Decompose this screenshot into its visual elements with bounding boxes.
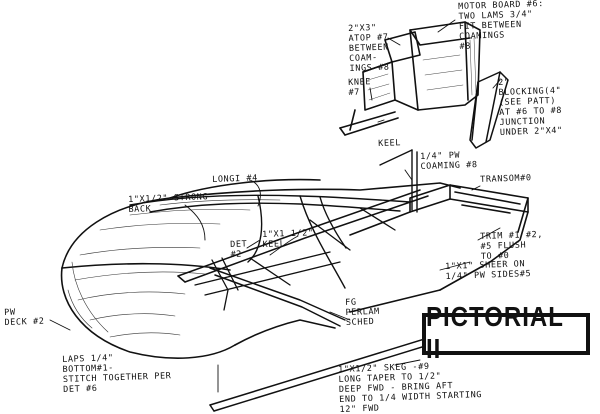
title-box: PICTORIAL II — [422, 302, 590, 365]
strong-back-label: 1"X1/2" STRONG BACK — [128, 192, 209, 215]
longi-stringer — [129, 194, 411, 289]
keel-mid-label: 1"X1 1/2" KEEL — [262, 228, 314, 250]
hull-outline — [60, 178, 461, 359]
knee-label: KNEE #7 — [348, 77, 372, 98]
transom-label: TRANSOM#0 — [480, 173, 532, 185]
det2-label: DET #2 — [230, 239, 248, 260]
motor-board-grain — [367, 37, 477, 101]
blocking-label: 2" BLOCKING(4" (SEE PATT) AT #6 TO #8 JU… — [498, 77, 563, 138]
leader-lines — [49, 19, 501, 393]
longi-label: LONGI #4 — [212, 173, 259, 185]
coaming-label: 1/4" PW COAMING #8 — [420, 150, 478, 172]
pw-deck-label: PW DECK #2 — [4, 307, 45, 328]
skeg-sides-label: 1"X1" SHEER ON 1/4" PW SIDES#5 — [445, 259, 532, 282]
trim-label: TRIM #1 #2, #5 FLUSH TO #0 — [480, 229, 544, 262]
blocking — [469, 71, 509, 149]
fg-perlam-label: FG PERLAM SCHED — [345, 297, 380, 328]
motor-board — [339, 21, 481, 136]
frames — [194, 207, 396, 311]
pictorial-title: PICTORIAL II — [426, 301, 564, 366]
keel-top-label: KEEL — [378, 138, 402, 149]
skeg-label: 1"X1/2" SKEG -#9 LONG TAPER TO 1/2" DEEP… — [338, 361, 483, 414]
deck-shading — [67, 199, 281, 338]
laps-label: LAPS 1/4" BOTTOM#1- STITCH TOGETHER PER … — [62, 353, 172, 395]
two-by-four-label: 2"X3" ATOP #7 BETWEEN COAM- INGS #8 — [348, 23, 390, 74]
motor-board-label: MOTOR BOARD #6: TWO LAMS 3/4" FIT BETWEE… — [458, 0, 545, 52]
transom-box — [349, 184, 529, 313]
